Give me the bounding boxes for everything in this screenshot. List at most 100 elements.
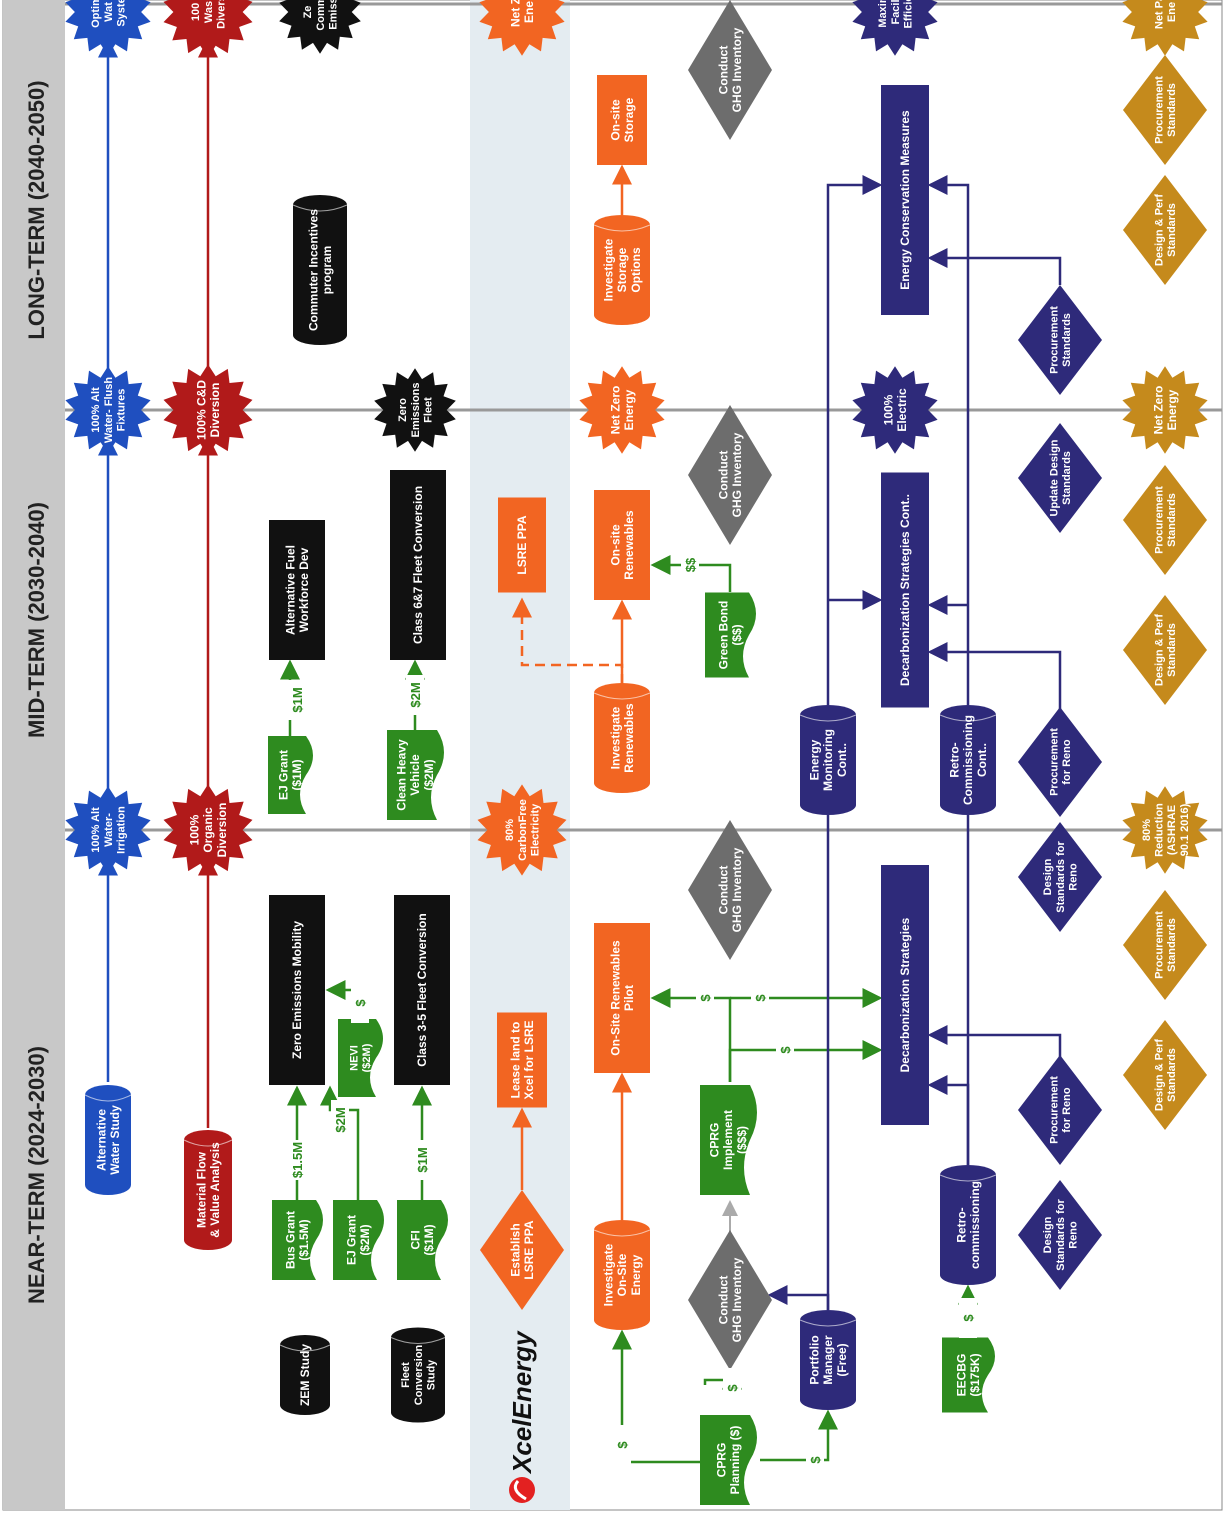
connector (927, 642, 1062, 710)
node-label: Standards (1166, 623, 1178, 677)
node-label: 90.1 2016) (1179, 803, 1191, 856)
node-zem-study: ZEM Study (279, 1335, 331, 1415)
node-label: Design (1042, 858, 1054, 895)
node-label: Design (1042, 1216, 1054, 1253)
node-label: GHG Inventory (730, 27, 744, 112)
phase-header-bar (3, 0, 65, 1510)
node-label: Energy (629, 1254, 643, 1295)
phase-title-near: NEAR-TERM (2024-2030) (24, 1046, 49, 1304)
edge-label-bg (751, 978, 769, 1018)
node-label: On-site (608, 524, 622, 566)
node-label: Monitoring (821, 729, 835, 791)
node-label: 100% Alt (90, 387, 102, 433)
connector (927, 175, 970, 705)
node-nevi: NEVI($2M) (338, 1019, 383, 1097)
node-eecbg: EECBG($175K) (942, 1337, 995, 1413)
edge-label: $ (725, 1384, 740, 1392)
node-label: Conduct (716, 451, 730, 500)
edge-label-bg (806, 1440, 824, 1480)
node-label: On-site (608, 99, 622, 141)
node-label: Facil (890, 0, 902, 25)
phase-title-mid: MID-TERM (2030-2040) (24, 502, 49, 738)
node-label: Storage (622, 97, 636, 142)
xcel-swoosh-icon (509, 1477, 535, 1503)
node-label: 100% (881, 394, 895, 425)
node-label: Manager (821, 1335, 835, 1385)
edge-label-bg (723, 1368, 741, 1408)
node-label: LSRE PPA (515, 515, 529, 574)
edge-label-bg (331, 1100, 349, 1140)
node-label: Standards (1061, 451, 1073, 505)
edge-label-layer: $1.5M$2M$1M$$1M$2M$$$$$$$$$ (288, 545, 977, 1480)
node-label: Standards (1061, 313, 1073, 367)
edge-label: $2M (408, 682, 423, 707)
node-label: Standards for (1055, 841, 1067, 913)
node-label: ($2M) (358, 1224, 372, 1255)
node-label: EJ Grant (344, 1215, 358, 1265)
node-label: GHG Inventory (730, 847, 744, 932)
node-label: Bus Grant (283, 1211, 297, 1269)
node-label: Class 3-5 Fleet Conversion (415, 913, 429, 1066)
node-label: EECBG (954, 1354, 968, 1397)
node-label: Procurement (1154, 486, 1166, 554)
node-label: On-Site (615, 1253, 629, 1296)
node-label: Decarbonization Strategies Cont.. (898, 494, 912, 686)
node-label: Net Zero (1151, 386, 1165, 435)
node-label: ($2M) (422, 759, 436, 790)
node-label: program (320, 246, 334, 295)
node-label: Emissions (410, 382, 422, 437)
node-label: Material Flow (194, 1151, 208, 1228)
node-label: Diversion (215, 803, 229, 858)
node-label: Water- (103, 813, 115, 847)
node-label: Cont.. (975, 743, 989, 777)
node-label: CPRG (707, 1123, 721, 1158)
node-label: Implement (721, 1110, 735, 1170)
node-label: ($175K) (968, 1353, 982, 1396)
node-label: Portfolio (807, 1335, 821, 1384)
node-class67: Class 6&7 Fleet Conversion (390, 470, 446, 660)
edge-label-bg (406, 675, 424, 715)
node-label: Fixtures (116, 389, 128, 432)
node-label: Net Z (508, 0, 522, 27)
node-label: Procurement (1049, 728, 1061, 796)
phase-title-long: LONG-TERM (2040-2050) (24, 80, 49, 339)
connector (650, 555, 732, 592)
node-label: Renewables (622, 510, 636, 580)
node-label: Commi (315, 0, 327, 31)
node-label: Cont.. (835, 743, 849, 777)
node-label: Conversion (413, 1344, 425, 1405)
edge-label: $ (698, 994, 713, 1002)
node-label: Standards (1166, 918, 1178, 972)
node-label: Storage (615, 247, 629, 292)
edge-label: $1M (290, 687, 305, 712)
node-label: Energy (622, 389, 636, 430)
node-label: CPRG (714, 1443, 728, 1478)
node-label: Retro- (947, 742, 961, 777)
node-class35: Class 3-5 Fleet Conversion (394, 895, 450, 1085)
node-label: Commissioning (961, 715, 975, 805)
node-green-bond: Green Bond($$) (705, 592, 756, 678)
edge-label: $2M (333, 1107, 348, 1132)
node-label: Conduct (716, 1276, 730, 1325)
node-label: CarbonFree (517, 799, 529, 861)
